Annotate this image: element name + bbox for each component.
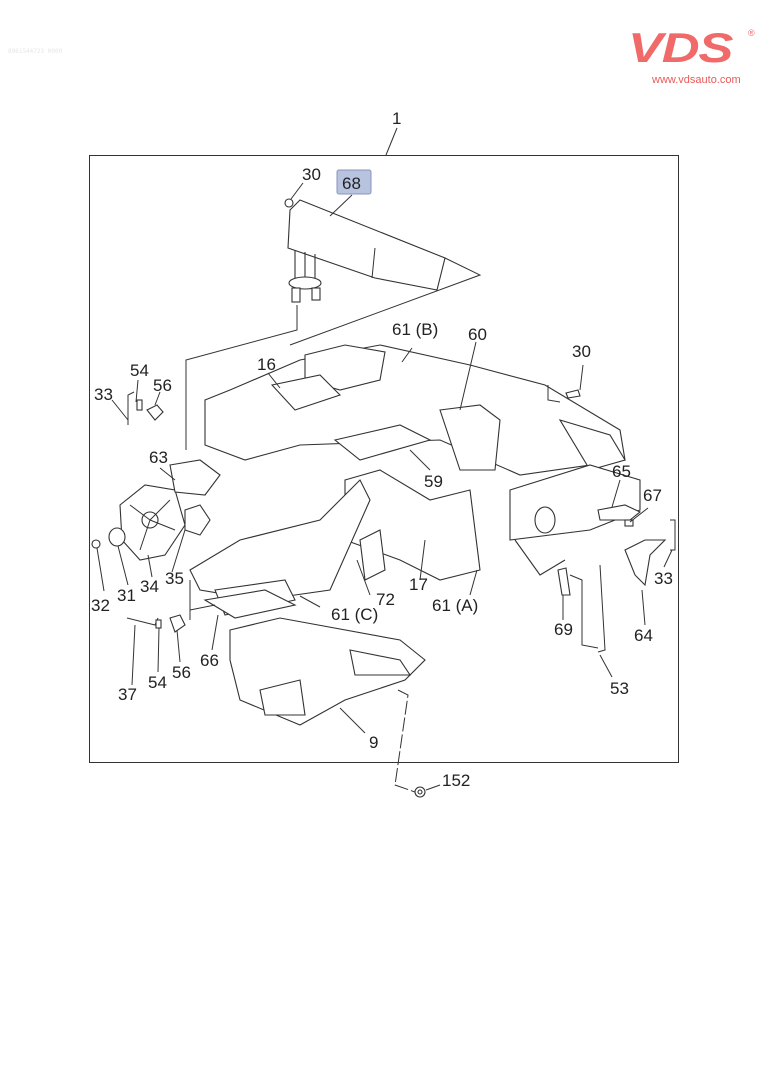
callout-72[interactable]: 72 [376, 590, 395, 609]
leader-30-right [579, 364, 584, 391]
callout-56[interactable]: 56 [172, 663, 191, 682]
callout-32[interactable]: 32 [91, 596, 110, 615]
callout-35[interactable]: 35 [165, 569, 184, 588]
screw-30-guide [547, 385, 561, 403]
clip-54-bottom[interactable] [155, 619, 162, 629]
motor-35[interactable] [184, 504, 211, 536]
link-rod-37[interactable] [126, 617, 159, 626]
highlight-box-68[interactable] [336, 169, 372, 195]
screw-30-top[interactable] [284, 198, 294, 208]
leader-68 [329, 194, 353, 217]
callout-66[interactable]: 66 [200, 651, 219, 670]
callout-34[interactable]: 34 [140, 577, 159, 596]
leader-30-top [290, 182, 304, 200]
callout-67[interactable]: 67 [643, 486, 662, 505]
door-66-guide [189, 580, 216, 620]
clip-56-top[interactable] [146, 404, 164, 421]
callout-61c[interactable]: 61 (C) [331, 605, 378, 624]
lower-case-9[interactable] [229, 617, 426, 726]
case-right-section[interactable] [509, 464, 641, 576]
diagram-frame [89, 155, 679, 763]
callout-30[interactable]: 30 [572, 342, 591, 361]
screw-32[interactable] [91, 539, 101, 549]
callout-64[interactable]: 64 [634, 626, 653, 645]
callout-61a[interactable]: 61 (A) [432, 596, 478, 615]
brand-url: www.vdsauto.com [652, 74, 741, 86]
callout-63[interactable]: 63 [149, 448, 168, 467]
clip-54-top[interactable] [136, 399, 143, 411]
callout-54[interactable]: 54 [148, 673, 167, 692]
cam-64[interactable] [624, 539, 667, 587]
callout-53[interactable]: 53 [610, 679, 629, 698]
vds-logo: VDS ® www.vdsauto.com [628, 24, 756, 88]
assembly-guide-line [185, 305, 298, 450]
nut-152-guide [394, 689, 416, 793]
link-rod-33-right[interactable] [670, 519, 676, 551]
link-rod-53-guide [569, 574, 599, 649]
callout-56[interactable]: 56 [153, 376, 172, 395]
clip-56-bottom[interactable] [169, 614, 186, 633]
callout-68[interactable]: 68 [342, 174, 361, 193]
link-rod-53[interactable] [597, 564, 606, 653]
brand-name: VDS [628, 24, 733, 71]
callout-31[interactable]: 31 [117, 586, 136, 605]
callout-33[interactable]: 33 [654, 569, 673, 588]
bracket-63[interactable] [169, 459, 221, 496]
blower-fan-34[interactable] [119, 484, 186, 561]
heater-core-part[interactable] [287, 199, 446, 303]
callout-54[interactable]: 54 [130, 361, 149, 380]
leader-1 [385, 127, 398, 156]
registered-mark: ® [748, 28, 755, 38]
callout-69[interactable]: 69 [554, 620, 573, 639]
callout-1[interactable]: 1 [392, 109, 401, 128]
lever-65[interactable] [597, 504, 642, 521]
door-66[interactable] [203, 589, 297, 619]
callout-61b[interactable]: 61 (B) [392, 320, 438, 339]
callout-152[interactable]: 152 [442, 771, 470, 790]
case-upper-61b[interactable] [204, 344, 626, 476]
leader-lines [96, 341, 673, 791]
assembly-guide-line [289, 257, 482, 346]
callout-37[interactable]: 37 [118, 685, 137, 704]
callout-65[interactable]: 65 [612, 462, 631, 481]
case-lower-61a[interactable] [344, 469, 481, 581]
clip-69[interactable] [557, 567, 571, 596]
callout-9[interactable]: 9 [369, 733, 378, 752]
nut-152-hole [417, 789, 423, 795]
callout-59[interactable]: 59 [424, 472, 443, 491]
screw-30-right[interactable] [565, 389, 581, 399]
callout-17[interactable]: 17 [409, 575, 428, 594]
fan-disc-31[interactable] [108, 527, 126, 547]
watermark: 8961544723 0000 [8, 48, 63, 55]
case-lower-61c[interactable] [189, 479, 371, 616]
callout-30[interactable]: 30 [302, 165, 321, 184]
callout-33[interactable]: 33 [94, 385, 113, 404]
link-rod-33-left[interactable] [127, 391, 135, 425]
callout-60[interactable]: 60 [468, 325, 487, 344]
callout-16[interactable]: 16 [257, 355, 276, 374]
clip-67[interactable] [624, 519, 634, 527]
